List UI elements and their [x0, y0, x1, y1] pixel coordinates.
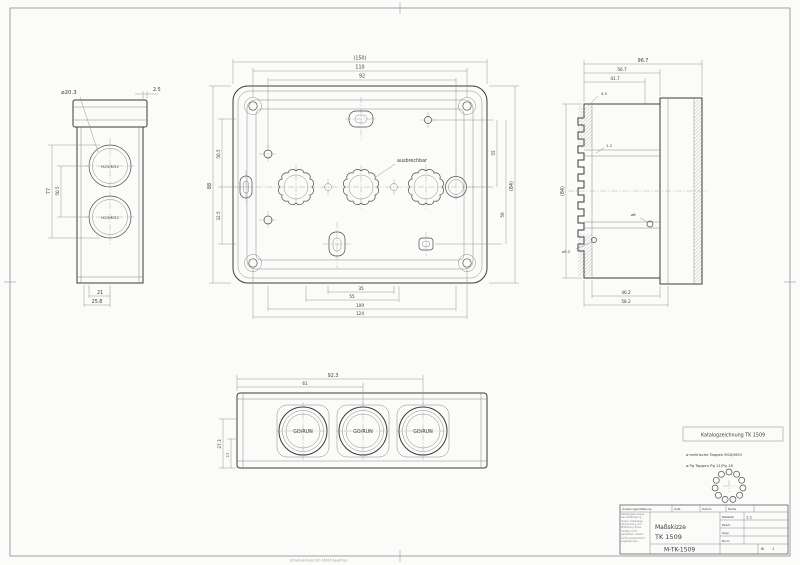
dim-width-body: 56.7 — [617, 67, 627, 72]
membrane-knockouts — [278, 169, 444, 205]
part-name-line2: TK 1509 — [654, 533, 682, 541]
dim-gland-diameter: ⌀20.3 — [61, 90, 76, 96]
dim-width-overall: (150) — [354, 56, 367, 62]
scale-label: Maßstab — [722, 515, 734, 519]
knockout-pattern-detail — [711, 468, 747, 503]
centering-marks — [4, 3, 796, 562]
drawing-number: M-TK-1509 — [664, 547, 695, 554]
dim-bottom-outer: 58.2 — [621, 299, 631, 304]
catalog-note-metric: ⌀ metrische Tappen M16/M20 — [686, 452, 743, 457]
dim-height-overall: 88 — [207, 183, 213, 189]
dim-lid-lip: 2.5 — [153, 87, 161, 93]
knockout-note: ausbrechbar — [397, 158, 427, 164]
dim-right-mid: 59 — [500, 212, 505, 218]
revision-label: Änderungsmitteilung — [622, 506, 652, 511]
title-block: Änderungsmitteilung Zust. Datum Name Wei… — [619, 504, 789, 555]
dim-width-inner: 61 — [302, 381, 308, 386]
norm-label: Norm — [722, 539, 730, 543]
copyright-note: Weitergabe sowie Vervielfältigung dieser… — [621, 513, 645, 543]
gland-bottom-label: M25/M32 — [101, 215, 119, 220]
dim-bottom-4: 124 — [356, 311, 364, 316]
dim-left-upper: 50.5 — [216, 149, 221, 159]
dim-height-outer: 27.3 — [217, 439, 222, 449]
scale-value: 1:1 — [746, 515, 753, 520]
dim-bottom-inner: 46.2 — [621, 290, 631, 295]
dim-left-lower: 32.5 — [216, 211, 221, 221]
dim-gland-pitch: 50.5 — [55, 186, 60, 196]
left-side-view: M25/M32 M25/M32 ⌀20.3 2.5 77 50.5 21 25.… — [46, 87, 161, 307]
catalog-header: Katalogzeichnung TK 1509 — [701, 433, 765, 439]
cable-gland-knockouts — [88, 144, 132, 239]
dim-bottom-3: 109 — [356, 303, 364, 308]
part-name-line1: Maßskizze — [655, 524, 686, 531]
right-section-view: 96.7 56.7 41.7 (84) 4.5 1.2 ⌀5.2 ⌀6 46.2… — [560, 58, 708, 307]
dim-width-outer: 92.3 — [328, 373, 339, 379]
dim-bottom-inner: 21 — [97, 290, 103, 296]
dim-bottom-1: 35 — [358, 286, 364, 291]
corner-screws — [244, 97, 476, 272]
bearb-label: Bearb. — [722, 523, 731, 527]
dim-right-outer: (84) — [509, 181, 515, 191]
dim-body-height: 77 — [46, 188, 52, 194]
dim-hole-large: ⌀6 — [631, 212, 636, 217]
footer-note: Schutzvermerk ISO 16016 beachten — [290, 559, 348, 563]
small-holes — [263, 116, 467, 225]
dim-hole-small: ⌀5.2 — [562, 249, 571, 254]
front-view: GO/RUN GO/RUN GO/RUN 92.3 61 27.3 17 — [217, 373, 488, 469]
push-buttons: GO/RUN GO/RUN GO/RUN — [276, 402, 450, 460]
dim-height-inner: 17 — [225, 452, 230, 457]
name-col-label: Name — [728, 507, 737, 511]
dim-width-inner: 92 — [359, 74, 365, 80]
zust-label: Zust. — [674, 507, 681, 511]
top-plan-view: ausbrechbar (150) 110 92 88 50.5 32.5 — [207, 56, 519, 319]
dim-width-overall: 96.7 — [638, 58, 649, 64]
button-1-label: GO/RUN — [293, 429, 313, 435]
gland-top-label: M25/M32 — [101, 164, 119, 169]
sheet-label: Bl. — [761, 547, 765, 551]
button-3-label: GO/RUN — [413, 429, 433, 435]
dim-width-inner: 41.7 — [610, 76, 620, 81]
dim-bottom-2: 55 — [349, 294, 355, 299]
dim-bottom-outer: 25.8 — [92, 299, 103, 305]
section-hatching — [577, 99, 702, 283]
catalog-detail-panel: Katalogzeichnung TK 1509 ⌀ metrische Tap… — [682, 426, 784, 503]
dim-right-inner: 55 — [491, 150, 496, 156]
dim-rib: 1.2 — [606, 143, 613, 148]
catalog-note-pg: ⌀ Pg Tappen Pg 11/Pg 16 — [686, 463, 734, 468]
oblong-knockouts — [239, 110, 434, 257]
datum-col-label: Datum — [702, 507, 712, 511]
drawing-frame — [4, 3, 796, 562]
dim-wall: 4.5 — [601, 91, 608, 96]
sheet-value: 1 — [772, 546, 775, 551]
gepr-label: Gepr. — [722, 531, 730, 535]
button-2-label: GO/RUN — [353, 429, 373, 435]
dim-height: (84) — [560, 186, 566, 196]
dim-width-screws: 110 — [355, 65, 364, 71]
